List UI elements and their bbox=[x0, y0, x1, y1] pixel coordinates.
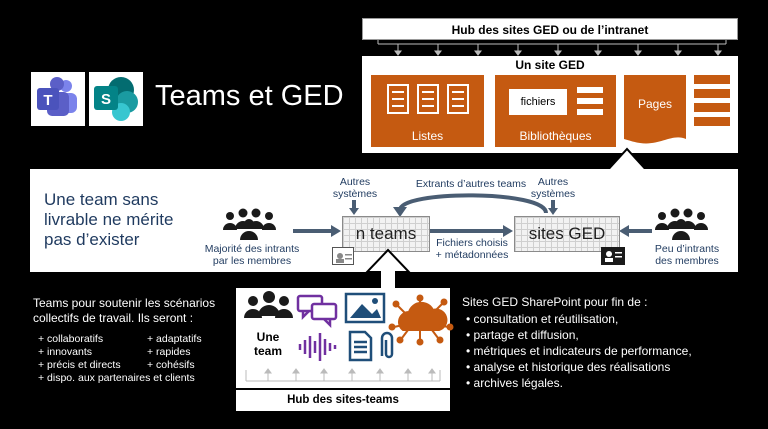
list-item-text: métriques et indicateurs de performance, bbox=[473, 344, 692, 358]
libraries-tile: fichiers Bibliothèques bbox=[495, 75, 616, 147]
n-teams-box: n teams bbox=[342, 216, 430, 252]
n-teams-label: n teams bbox=[355, 224, 417, 243]
list-item-text: partage et diffusion, bbox=[473, 328, 579, 342]
sharepoint-logo-icon: S bbox=[89, 72, 143, 126]
page-title: Teams et GED bbox=[155, 80, 344, 112]
quality-item: + innovants bbox=[38, 346, 92, 358]
lists-label: Listes bbox=[411, 129, 444, 143]
right-caption-line-1: Peu d’intrants bbox=[654, 243, 720, 255]
left-inputs-caption: Majorité des intrants par les membres bbox=[194, 243, 310, 267]
headline-line-3: pas d’exister bbox=[44, 230, 140, 249]
teams-logo-icon: T bbox=[31, 72, 85, 126]
list-item-text: archives légales. bbox=[473, 376, 563, 390]
files-chosen-line-1: Fichiers choisis bbox=[436, 237, 508, 249]
list-item: • consultation et réutilisation, bbox=[466, 312, 619, 326]
quality-item: + rapides bbox=[147, 346, 191, 358]
qualities-col-1: + collaboratifs + innovants + précis et … bbox=[38, 333, 195, 385]
sites-ged-box: sites GED bbox=[514, 216, 620, 252]
left-caption-line-1: Majorité des intrants bbox=[204, 243, 300, 255]
file-bar-1 bbox=[577, 87, 603, 93]
hub-ged-title: Hub des sites GED ou de l’intranet bbox=[362, 18, 738, 40]
files-chosen-line-2: + métadonnées bbox=[435, 249, 509, 261]
sites-ged-label: sites GED bbox=[528, 224, 606, 243]
extrants-label: Extrants d’autres teams bbox=[415, 178, 527, 190]
left-caption-line-2: par les membres bbox=[212, 255, 292, 267]
other-systems-right-line-1: Autres bbox=[537, 176, 569, 188]
quality-item: + adaptatifs bbox=[147, 333, 202, 345]
headline-line-2: livrable ne mérite bbox=[44, 210, 174, 229]
team-label-line-1: Une bbox=[256, 330, 280, 344]
file-bar-3 bbox=[577, 109, 603, 115]
quality-item: + précis et directs bbox=[38, 359, 121, 371]
lists-tile: Listes bbox=[371, 75, 484, 147]
other-systems-left: Autres systèmes bbox=[330, 176, 380, 200]
other-systems-left-line-2: systèmes bbox=[332, 188, 378, 200]
team-label: Une team bbox=[244, 330, 292, 358]
checklist-icon bbox=[387, 84, 469, 114]
other-systems-left-line-1: Autres bbox=[339, 176, 371, 188]
pages-label: Pages bbox=[637, 97, 673, 111]
svg-text:T: T bbox=[43, 92, 52, 109]
quality-item: + dispo. aux partenaires et clients bbox=[38, 372, 195, 384]
contact-card-left-icon bbox=[332, 247, 354, 265]
svg-text:S: S bbox=[101, 91, 111, 108]
right-inputs-caption: Peu d’intrants des membres bbox=[642, 243, 732, 267]
hub-teams-title: Hub des sites-teams bbox=[236, 390, 450, 411]
quality-item: + collaboratifs bbox=[38, 333, 104, 345]
sites-purpose-intro: Sites GED SharePoint pour fin de : bbox=[462, 295, 648, 309]
list-item: • partage et diffusion, bbox=[466, 328, 579, 342]
intro-line-1: Teams pour soutenir les scénarios bbox=[33, 296, 216, 310]
other-systems-right-line-2: systèmes bbox=[530, 188, 576, 200]
sites-purpose-list: • consultation et réutilisation, • parta… bbox=[466, 311, 692, 391]
contact-card-right-icon bbox=[601, 247, 625, 265]
list-item-text: analyse et historique des réalisations bbox=[473, 360, 671, 374]
teams-purpose-intro: Teams pour soutenir les scénarios collec… bbox=[33, 296, 215, 326]
list-item-text: consultation et réutilisation, bbox=[473, 312, 619, 326]
band-headline: Une team sans livrable ne mérite pas d’e… bbox=[44, 190, 173, 250]
headline-line-1: Une team sans bbox=[44, 190, 159, 209]
file-bar-2 bbox=[577, 98, 603, 104]
files-chosen-caption: Fichiers choisis + métadonnées bbox=[429, 237, 515, 261]
list-item: • archives légales. bbox=[466, 376, 563, 390]
intro-line-2: collectifs de travail. Ils seront : bbox=[33, 311, 194, 325]
qualities-col-2: + adaptatifs + rapides + cohésifs bbox=[147, 333, 202, 372]
other-systems-right: Autres systèmes bbox=[528, 176, 578, 200]
right-caption-line-2: des membres bbox=[655, 255, 719, 267]
libraries-label: Bibliothèques bbox=[519, 129, 592, 143]
team-label-line-2: team bbox=[253, 344, 282, 358]
quality-item: + cohésifs bbox=[147, 359, 195, 371]
files-label: fichiers bbox=[509, 89, 567, 115]
list-item: • métriques et indicateurs de performanc… bbox=[466, 344, 692, 358]
list-item: • analyse et historique des réalisations bbox=[466, 360, 671, 374]
site-ged-title: Un site GED bbox=[515, 58, 585, 72]
